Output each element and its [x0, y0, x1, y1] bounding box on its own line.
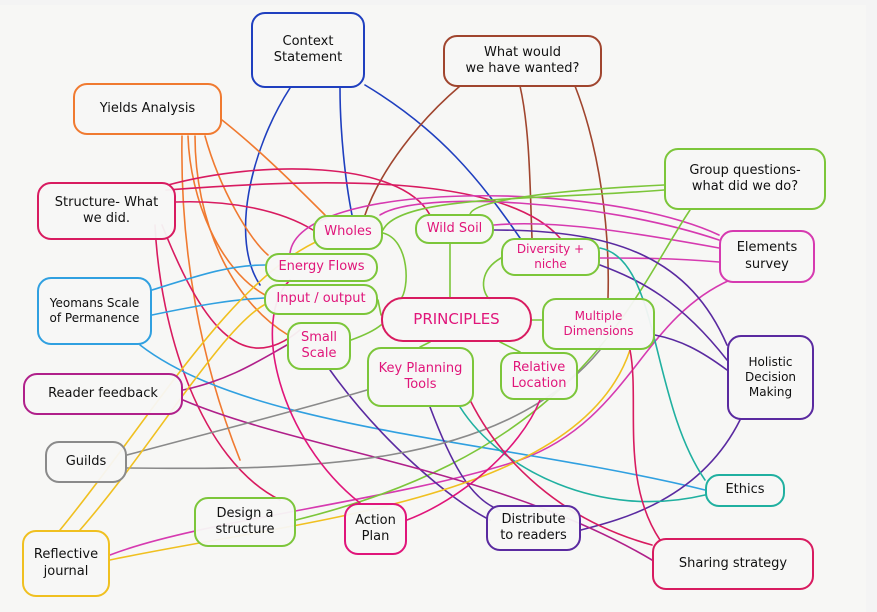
- edge-principles-wholes: [382, 232, 407, 301]
- edge-yeomans-ethics: [139, 344, 706, 491]
- edge-guilds-keyplanning: [126, 389, 368, 456]
- node-design-a-structure[interactable]: Design a structure: [194, 497, 296, 547]
- edge-context-input: [244, 87, 291, 286]
- node-small-scale[interactable]: Small Scale: [287, 322, 351, 370]
- edge-holistic-diversity: [599, 264, 728, 361]
- edge-elements-energy: [289, 194, 720, 254]
- edge-wanted-multiple: [574, 85, 610, 299]
- edge-holistic-wild: [493, 229, 728, 346]
- node-distribute-to-readers[interactable]: Distribute to readers: [486, 505, 581, 551]
- edge-wanted-diversity: [519, 85, 533, 239]
- edge-structure-wild: [167, 168, 431, 216]
- edge-sharing-keyplanning: [469, 399, 653, 546]
- edge-holistic-multiple: [654, 334, 728, 371]
- node-input-output[interactable]: Input / output: [264, 284, 378, 315]
- node-sharing-strategy[interactable]: Sharing strategy: [652, 538, 814, 590]
- edge-sharing-multiple: [629, 349, 661, 541]
- node-principles[interactable]: PRINCIPLES: [381, 297, 532, 342]
- edge-structure-wholes: [175, 200, 314, 231]
- edge-group-wild: [469, 184, 665, 216]
- edge-yeomans-energy: [151, 264, 266, 291]
- edge-group-wholes: [382, 189, 665, 231]
- edge-reader-sharing: [182, 399, 653, 561]
- edge-principles-keyplanning: [419, 341, 431, 348]
- node-action-plan[interactable]: Action Plan: [344, 503, 407, 555]
- edge-yields-wholes: [221, 119, 326, 216]
- node-yields-analysis[interactable]: Yields Analysis: [73, 83, 222, 135]
- edge-structure-diversity: [165, 182, 561, 239]
- node-reflective-journal[interactable]: Reflective journal: [22, 530, 110, 597]
- edge-elements-wild: [493, 222, 720, 249]
- node-what-would-we-have-wanted[interactable]: What would we have wanted?: [443, 35, 602, 87]
- edge-principles-input: [377, 299, 382, 316]
- edge-structure-down2: [161, 224, 301, 349]
- node-yeomans-scale[interactable]: Yeomans Scale of Permanence: [37, 277, 152, 345]
- edge-keyplanning-distribute: [429, 406, 501, 511]
- node-key-planning-tools[interactable]: Key Planning Tools: [367, 347, 474, 407]
- edge-wanted-wholes: [364, 85, 461, 216]
- node-diversity-niche[interactable]: Diversity + niche: [501, 238, 600, 276]
- edge-elements-wholes: [379, 200, 720, 241]
- node-multiple-dimensions[interactable]: Multiple Dimensions: [542, 298, 655, 350]
- edge-yields-energy: [204, 135, 269, 256]
- edge-reflective-multiple: [109, 349, 631, 561]
- edge-context-wholes: [339, 87, 353, 216]
- node-wild-soil[interactable]: Wild Soil: [415, 214, 494, 244]
- edge-principles-small: [350, 324, 382, 341]
- node-context-statement[interactable]: Context Statement: [251, 12, 365, 88]
- node-group-questions[interactable]: Group questions- what did we do?: [664, 148, 826, 210]
- node-energy-flows[interactable]: Energy Flows: [265, 253, 378, 282]
- node-reader-feedback[interactable]: Reader feedback: [23, 373, 183, 415]
- edge-yields-input: [187, 135, 266, 296]
- edge-ethics-diversity: [599, 247, 706, 481]
- node-relative-location[interactable]: Relative Location: [500, 352, 578, 400]
- edge-context-diversity: [364, 84, 521, 239]
- edge-yields-small: [194, 135, 289, 336]
- edge-ethics-keyplanning: [459, 406, 706, 503]
- edge-structure-down1: [154, 224, 281, 501]
- edge-action-relative: [406, 399, 541, 521]
- edge-yeomans-input: [151, 297, 265, 316]
- edge-principles-relative: [499, 341, 521, 353]
- edge-reader-small: [182, 344, 288, 391]
- node-elements-survey[interactable]: Elements survey: [719, 230, 815, 283]
- node-ethics[interactable]: Ethics: [705, 474, 785, 507]
- node-wholes[interactable]: Wholes: [313, 215, 383, 250]
- edge-elements-diversity: [599, 257, 720, 263]
- edge-principles-diversity: [482, 257, 502, 301]
- node-structure-what-we-did[interactable]: Structure- What we did.: [37, 182, 176, 240]
- node-holistic-decision-making[interactable]: Holistic Decision Making: [727, 335, 814, 420]
- node-guilds[interactable]: Guilds: [45, 441, 127, 483]
